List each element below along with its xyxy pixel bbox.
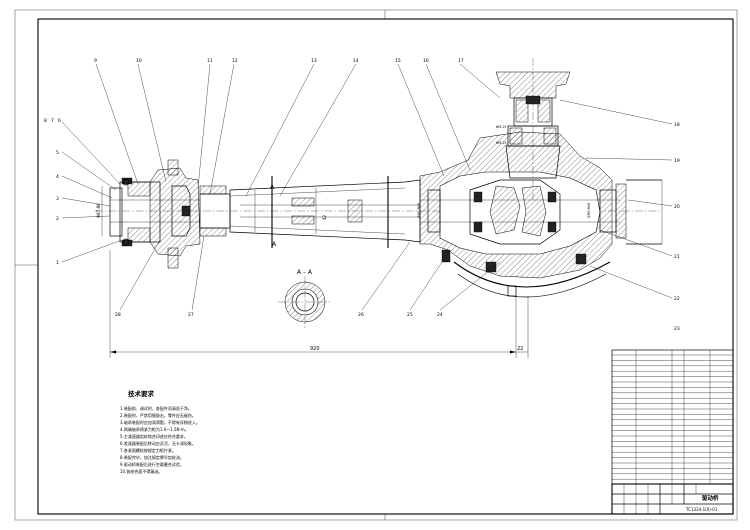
part-callouts: 8 7 6 9 10 11 12 13 14 15 16 17 5 4 3 2 … [44,58,680,332]
tech-req-item: 6.差速器装配后转动应灵活，无卡滞现象。 [120,440,196,446]
balloon-3: 3 [56,196,59,202]
balloon-23: 23 [674,326,680,332]
tech-req-item: 3.轴承装配时应加润滑脂，不得有异物进入。 [120,419,200,425]
tech-req-item: 4.两端轴承预紧力矩为1.0～1.5N·m。 [120,426,189,432]
section-a-a-view: A – A [278,269,332,328]
balloon-12: 12 [232,58,238,64]
tech-req-item: 9.驱动桥装配后进行空载磨合试验。 [120,461,184,467]
balloon-10: 10 [136,58,142,64]
part-name: 驱动桥 [702,494,719,502]
tech-req-item: 7.各紧固螺栓按规定力矩拧紧。 [120,447,176,453]
differential-housing [419,131,663,298]
balloon-18: 18 [674,122,680,128]
pinion-assembly: 6M-2f 6M-2f [495,58,571,200]
balloon-16: 16 [423,58,429,64]
svg-text:Φ95.8K6: Φ95.8K6 [587,203,591,218]
dimension-920: 920 [310,346,320,352]
balloon-28: 28 [115,312,121,318]
balloon-11: 11 [207,58,213,64]
balloon-22: 22 [674,296,680,302]
balloon-19: 19 [674,158,680,164]
balloon-6: 6 [58,118,61,124]
tech-req-item: 8.装配完毕，加注规定牌号齿轮油。 [120,454,184,460]
balloon-8: 8 [44,118,47,124]
tech-req-item: 5.主减速器齿轮啮合印迹应符合要求。 [120,433,188,439]
balloon-2: 2 [56,216,59,222]
svg-text:6M-2f: 6M-2f [496,125,507,129]
balloon-4: 4 [56,174,59,180]
dimension-lines: 920 22 Φ87.86 42 Φ95.8K6 Φ95.8K6 [96,186,591,358]
wheel-hub-assembly [109,159,231,269]
tech-req-item: 1.装配前、调试时，各配件须清洗干净。 [120,405,192,411]
tech-req-item: 10.各结合面不得漏油。 [120,468,162,474]
svg-text:Φ87.86: Φ87.86 [96,203,101,218]
balloon-25: 25 [407,312,413,318]
svg-text:Φ95.8K6: Φ95.8K6 [417,203,421,218]
balloon-1: 1 [56,260,59,266]
svg-text:42: 42 [322,214,327,220]
balloon-27: 27 [188,312,194,318]
inner-frame [37,18,734,515]
balloon-20: 20 [674,204,680,210]
balloon-15: 15 [395,58,401,64]
balloon-7: 7 [51,118,54,124]
svg-text:6M-2f: 6M-2f [496,141,507,145]
section-label: A – A [297,269,313,276]
balloon-13: 13 [311,58,317,64]
drawing-number: TC1324-1(0)-01 [685,507,718,512]
title-block: 驱动桥 TC1324-1(0)-01 [611,483,734,515]
balloon-5: 5 [56,150,59,156]
balloon-9: 9 [94,58,97,64]
tech-req-item: 2.装配时，严禁用锤敲击，零件应无碰伤。 [120,412,196,418]
balloon-14: 14 [353,58,359,64]
balloon-17: 17 [458,58,464,64]
svg-text:A: A [272,241,277,248]
technical-requirements: 技术要求 1.装配前、调试时，各配件须清洗干净。 2.装配时，严禁用锤敲击，零件… [120,389,200,474]
svg-text:A: A [270,184,275,191]
axle-tube: A A [229,176,421,248]
balloon-21: 21 [674,254,680,260]
balloon-24: 24 [437,312,443,318]
balloon-26: 26 [358,312,364,318]
parts-list-table [611,349,734,485]
tech-req-heading: 技术要求 [128,389,155,398]
dimension-22: 22 [517,346,523,352]
